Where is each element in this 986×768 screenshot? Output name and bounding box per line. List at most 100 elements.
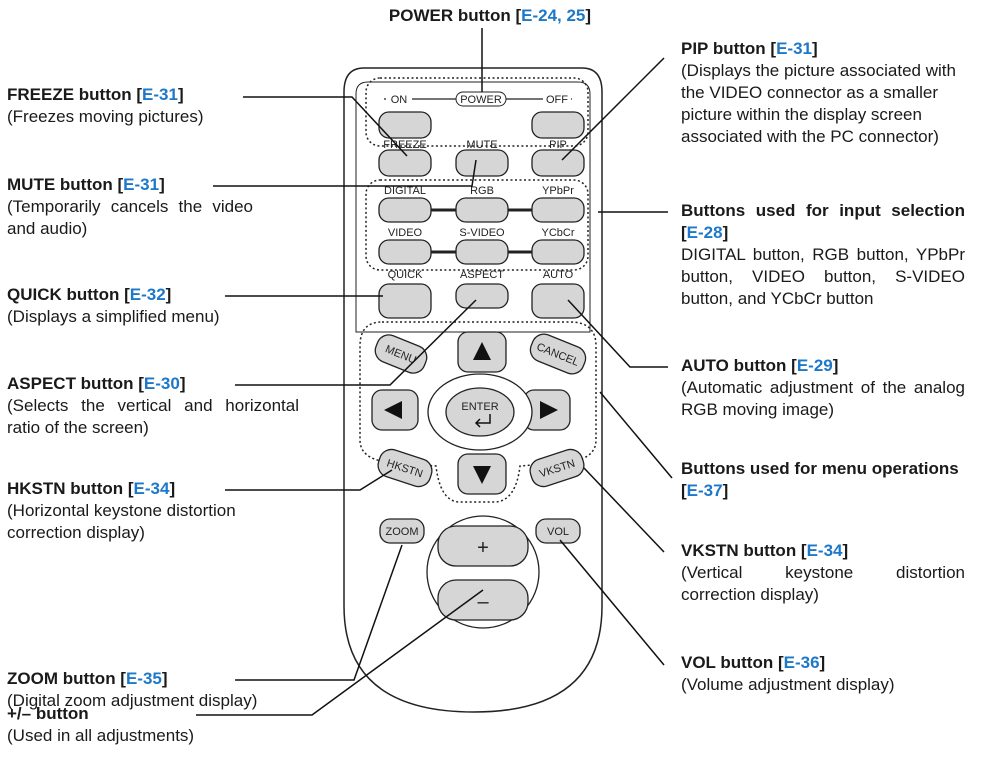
input-callout-end: ]: [722, 223, 729, 242]
power-label: POWER: [460, 94, 502, 106]
off-label-bg: [543, 92, 571, 106]
power-off-button[interactable]: [531, 111, 585, 139]
input-callout-title: Buttons used for input selection [: [681, 201, 965, 242]
zoom-callout-desc: (Digital zoom adjustment display): [7, 691, 258, 710]
pip-leader: [561, 57, 665, 161]
zoom-leader: [235, 544, 403, 681]
quick-label: QUICK: [388, 269, 424, 281]
freeze-callout-title: FREEZE button [: [7, 85, 143, 104]
aspect-callout-title: ASPECT button [: [7, 374, 144, 393]
enter-label: ENTER: [461, 401, 498, 413]
input-callout-ref[interactable]: E-28: [686, 223, 723, 242]
plus-button[interactable]: [437, 525, 529, 567]
freeze-callout-ref[interactable]: E-31: [142, 85, 178, 104]
auto-button[interactable]: [531, 283, 585, 319]
quick-button[interactable]: [378, 283, 432, 319]
off-label: OFF: [546, 94, 568, 106]
zoom-callout-end: ]: [161, 669, 168, 688]
pip-button[interactable]: [531, 149, 585, 177]
power-callout-end: ]: [585, 6, 592, 25]
mute-callout-ref[interactable]: E-31: [123, 175, 160, 194]
ypbpr-button[interactable]: [531, 197, 585, 223]
zoom-label: ZOOM: [386, 526, 419, 538]
vkstn-callout-title: VKSTN button [: [681, 541, 807, 560]
freeze-callout-desc: (Freezes moving pictures): [7, 107, 204, 126]
vol-callout-ref[interactable]: E-36: [783, 653, 820, 672]
vol-callout: VOL button [E-36] (Volume adjustment dis…: [681, 652, 971, 696]
freeze-label: FREEZE: [383, 139, 426, 151]
rgb-button[interactable]: [455, 197, 509, 223]
freeze-button[interactable]: [378, 149, 432, 177]
plusminus-callout: +/– button (Used in all adjustments): [7, 703, 327, 747]
minus-button[interactable]: [437, 579, 529, 621]
plusminus-leader: [196, 589, 484, 716]
hkstn-callout-end: ]: [169, 479, 176, 498]
input-group-outline: [365, 179, 589, 271]
cancel-button[interactable]: [527, 331, 589, 378]
menuops-callout-ref[interactable]: E-37: [686, 481, 723, 500]
mute-label: MUTE: [466, 139, 497, 151]
vkstn-callout-ref[interactable]: E-34: [806, 541, 843, 560]
on-label-bg: [386, 92, 412, 106]
hkstn-callout-desc: (Horizontal keystone distortion correcti…: [7, 501, 236, 542]
vkstn-leader: [583, 467, 665, 553]
plus-label: +: [477, 537, 489, 559]
input-callout: Buttons used for input selection [E-28] …: [681, 200, 965, 310]
input-callout-desc: DIGITAL button, RGB button, YPbPr button…: [681, 245, 965, 308]
aspect-callout-ref[interactable]: E-30: [143, 374, 180, 393]
freeze-leader: [243, 96, 408, 157]
auto-callout-desc: (Automatic adjustment of the analog RGB …: [681, 378, 965, 419]
digital-button[interactable]: [378, 197, 432, 223]
pip-callout-ref[interactable]: E-31: [776, 39, 812, 58]
hkstn-callout-ref[interactable]: E-34: [133, 479, 170, 498]
mute-button[interactable]: [455, 149, 509, 177]
rgb-label: RGB: [470, 185, 494, 197]
mute-callout-desc: (Temporarily cancels the video and audio…: [7, 197, 253, 238]
pip-callout-title: PIP button [: [681, 39, 777, 58]
pip-callout-end: ]: [811, 39, 818, 58]
enter-button[interactable]: [445, 387, 515, 437]
vkstn-callout: VKSTN button [E-34] (Vertical keystone d…: [681, 540, 965, 606]
video-label: VIDEO: [388, 227, 423, 239]
auto-label: AUTO: [543, 269, 574, 281]
aspect-button[interactable]: [455, 283, 509, 309]
vol-callout-end: ]: [819, 653, 826, 672]
hkstn-leader: [225, 469, 393, 491]
pip-callout-desc: (Displays the picture associated with th…: [681, 61, 956, 146]
zoom-callout-ref[interactable]: E-35: [125, 669, 162, 688]
mute-leader: [213, 159, 477, 187]
power-label-box: [455, 91, 507, 107]
vkstn-button[interactable]: [527, 446, 587, 489]
hkstn-button[interactable]: [375, 446, 435, 489]
vkstn-callout-end: ]: [842, 541, 849, 560]
quick-callout-end: ]: [165, 285, 172, 304]
zoom-button[interactable]: [379, 518, 425, 544]
aspect-callout-end: ]: [179, 374, 186, 393]
remote-inner-outline: [355, 81, 591, 333]
ypbpr-label: YPbPr: [542, 185, 574, 197]
vol-callout-desc: (Volume adjustment display): [681, 675, 895, 694]
mute-callout-title: MUTE button [: [7, 175, 124, 194]
hkstn-callout-title: HKSTN button [: [7, 479, 134, 498]
menu-button[interactable]: [372, 331, 431, 376]
freeze-callout-end: ]: [177, 85, 184, 104]
down-arrow-icon: [473, 466, 491, 484]
svideo-button[interactable]: [455, 239, 509, 265]
video-button[interactable]: [378, 239, 432, 265]
menuops-leader: [599, 391, 673, 479]
vol-label: VOL: [547, 526, 569, 538]
quick-callout-ref[interactable]: E-32: [129, 285, 166, 304]
zoom-callout-title: ZOOM button [: [7, 669, 126, 688]
mute-callout: MUTE button [E-31] (Temporarily cancels …: [7, 174, 253, 240]
vol-leader: [559, 539, 665, 666]
quick-callout-desc: (Displays a simplified menu): [7, 307, 220, 326]
auto-callout-ref[interactable]: E-29: [796, 356, 833, 375]
power-callout-ref[interactable]: E-24, 25: [521, 6, 586, 25]
digital-label: DIGITAL: [384, 185, 426, 197]
vol-button[interactable]: [535, 518, 581, 544]
aspect-callout: ASPECT button [E-30] (Selects the vertic…: [7, 373, 299, 439]
minus-label: –: [477, 591, 489, 613]
ycbcr-button[interactable]: [531, 239, 585, 265]
plusminus-callout-title: +/– button: [7, 704, 89, 723]
